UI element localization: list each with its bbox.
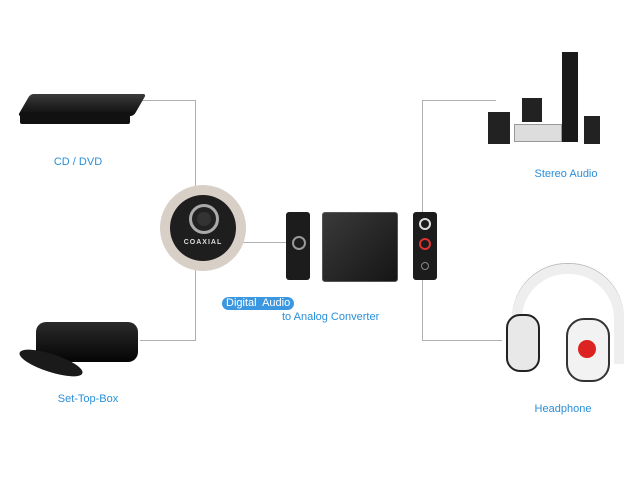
converter-input-panel [286, 212, 310, 280]
stereo-audio-label: Stereo Audio [534, 168, 598, 180]
connector-line [422, 265, 423, 341]
converter-title: to Analog Converter [282, 311, 380, 323]
connector-line [140, 100, 196, 101]
converter-title-highlight: Digital Audio [222, 297, 295, 310]
cd-dvd-label: CD / DVD [53, 156, 103, 168]
converter-body [322, 212, 398, 282]
headphone-image [500, 262, 624, 382]
connector-line [422, 100, 423, 220]
converter-output-panel [413, 212, 437, 280]
connector-line [240, 242, 288, 243]
set-top-box-image [14, 318, 140, 382]
connector-line [140, 340, 196, 341]
connector-line [422, 340, 502, 341]
coaxial-label: COAXIAL [183, 239, 223, 246]
dvd-player-image [17, 88, 147, 128]
headphone-label: Headphone [534, 403, 592, 415]
connector-line [422, 100, 496, 101]
coaxial-port-badge: COAXIAL [160, 185, 246, 271]
coaxial-jack-icon [189, 204, 219, 234]
set-top-box-label: Set-Top-Box [57, 393, 119, 405]
stereo-system-image [486, 50, 616, 152]
